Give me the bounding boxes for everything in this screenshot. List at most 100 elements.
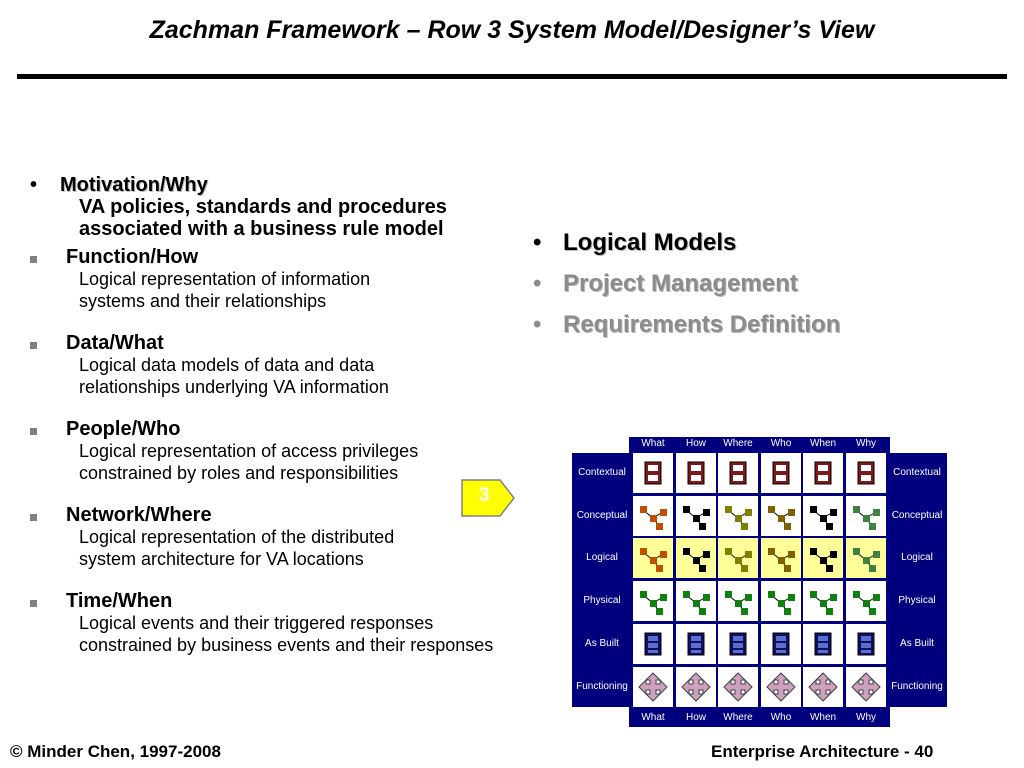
cell-physical-how — [676, 581, 716, 621]
cell-conceptual-why — [846, 496, 886, 536]
project-management-item: Project Management — [563, 270, 798, 297]
column-footer-when: When — [809, 712, 837, 723]
cell-functioning-where — [718, 667, 758, 707]
cell-physical-why — [846, 581, 886, 621]
row-label-right-functioning: Functioning — [891, 681, 943, 692]
bullet-square — [30, 256, 37, 263]
server-icon — [676, 624, 716, 664]
cell-physical-where — [718, 581, 758, 621]
column-footer-how: How — [685, 712, 706, 723]
cell-functioning-how — [676, 667, 716, 707]
time-line-1: Logical events and their triggered respo… — [79, 613, 434, 633]
cell-logical-what — [633, 538, 673, 578]
function-heading: Function/How — [66, 246, 199, 268]
server-icon — [718, 624, 758, 664]
cell-as-built-when — [803, 624, 843, 664]
row-label-left-as-built: As Built — [585, 638, 619, 649]
cell-logical-who — [761, 538, 801, 578]
cell-functioning-what — [633, 667, 673, 707]
arrows-icon — [846, 667, 886, 707]
cell-physical-what — [633, 581, 673, 621]
row-label-right-contextual: Contextual — [893, 467, 941, 478]
footer-page: Enterprise Architecture - 40 — [711, 742, 934, 761]
bullet-square — [30, 600, 37, 607]
bullet-square — [30, 428, 37, 435]
row-label-left-physical: Physical — [583, 595, 621, 606]
cell-contextual-where — [718, 453, 758, 493]
network-heading: Network/Where — [66, 504, 212, 526]
diagram-icon — [846, 496, 886, 536]
row-label-right-conceptual: Conceptual — [891, 510, 943, 521]
diagram-icon — [633, 581, 673, 621]
column-header-who: Who — [770, 438, 792, 449]
cell-as-built-what — [633, 624, 673, 664]
right-bullet: • — [533, 229, 542, 256]
arrows-icon — [633, 667, 673, 707]
row-marker-arrow — [461, 479, 515, 517]
diagram-icon — [718, 496, 758, 536]
diagram-icon — [761, 581, 801, 621]
cell-contextual-who — [761, 453, 801, 493]
cell-logical-when — [803, 538, 843, 578]
motivation-line-1: VA policies, standards and procedures — [79, 196, 447, 218]
cell-as-built-how — [676, 624, 716, 664]
row-label-left-functioning: Functioning — [576, 681, 628, 692]
row-label-right-as-built: As Built — [900, 638, 934, 649]
footer-copyright: © Minder Chen, 1997-2008 — [10, 742, 221, 761]
diagram-icon — [676, 496, 716, 536]
right-bullet: • — [533, 270, 542, 297]
cell-contextual-why — [846, 453, 886, 493]
diagram-icon — [803, 581, 843, 621]
arrows-icon — [718, 667, 758, 707]
logical-models-item: Logical Models — [563, 229, 737, 256]
diagram-icon — [718, 538, 758, 578]
data-heading: Data/What — [66, 332, 164, 354]
diagram-icon — [761, 538, 801, 578]
film-icon — [761, 453, 801, 493]
film-icon — [676, 453, 716, 493]
row-label-right-logical: Logical — [901, 552, 933, 563]
column-footer-why: Why — [856, 712, 876, 723]
requirements-definition-item: Requirements Definition — [563, 311, 841, 338]
cell-conceptual-who — [761, 496, 801, 536]
column-header-how: How — [685, 438, 706, 449]
film-icon — [718, 453, 758, 493]
title-rule — [17, 74, 1007, 79]
film-icon — [633, 453, 673, 493]
cell-logical-where — [718, 538, 758, 578]
arrows-icon — [803, 667, 843, 707]
cell-conceptual-when — [803, 496, 843, 536]
cell-conceptual-what — [633, 496, 673, 536]
motivation-line-2: associated with a business rule model — [79, 218, 444, 240]
cell-as-built-where — [718, 624, 758, 664]
motivation-heading: Motivation/Why — [60, 174, 208, 196]
network-line-2: system architecture for VA locations — [79, 549, 364, 569]
diagram-icon — [633, 496, 673, 536]
column-footer-what: What — [641, 712, 665, 723]
film-icon — [803, 453, 843, 493]
time-heading: Time/When — [66, 590, 173, 612]
server-icon — [761, 624, 801, 664]
diagram-icon — [803, 538, 843, 578]
server-icon — [846, 624, 886, 664]
data-line-2: relationships underlying VA information — [79, 377, 389, 397]
server-icon — [633, 624, 673, 664]
diagram-icon — [846, 581, 886, 621]
arrows-icon — [761, 667, 801, 707]
row-marker-number: 3 — [478, 484, 490, 506]
diagram-icon — [718, 581, 758, 621]
film-icon — [846, 453, 886, 493]
column-header-what: What — [641, 438, 665, 449]
people-line-2: constrained by roles and responsibilitie… — [79, 463, 399, 483]
cell-logical-why — [846, 538, 886, 578]
cell-physical-who — [761, 581, 801, 621]
people-heading: People/Who — [66, 418, 181, 440]
column-header-when: When — [809, 438, 837, 449]
server-icon — [803, 624, 843, 664]
diagram-icon — [761, 496, 801, 536]
diagram-icon — [676, 581, 716, 621]
cell-contextual-when — [803, 453, 843, 493]
row-label-right-physical: Physical — [898, 595, 936, 606]
diagram-icon — [803, 496, 843, 536]
people-line-1: Logical representation of access privile… — [79, 441, 419, 461]
